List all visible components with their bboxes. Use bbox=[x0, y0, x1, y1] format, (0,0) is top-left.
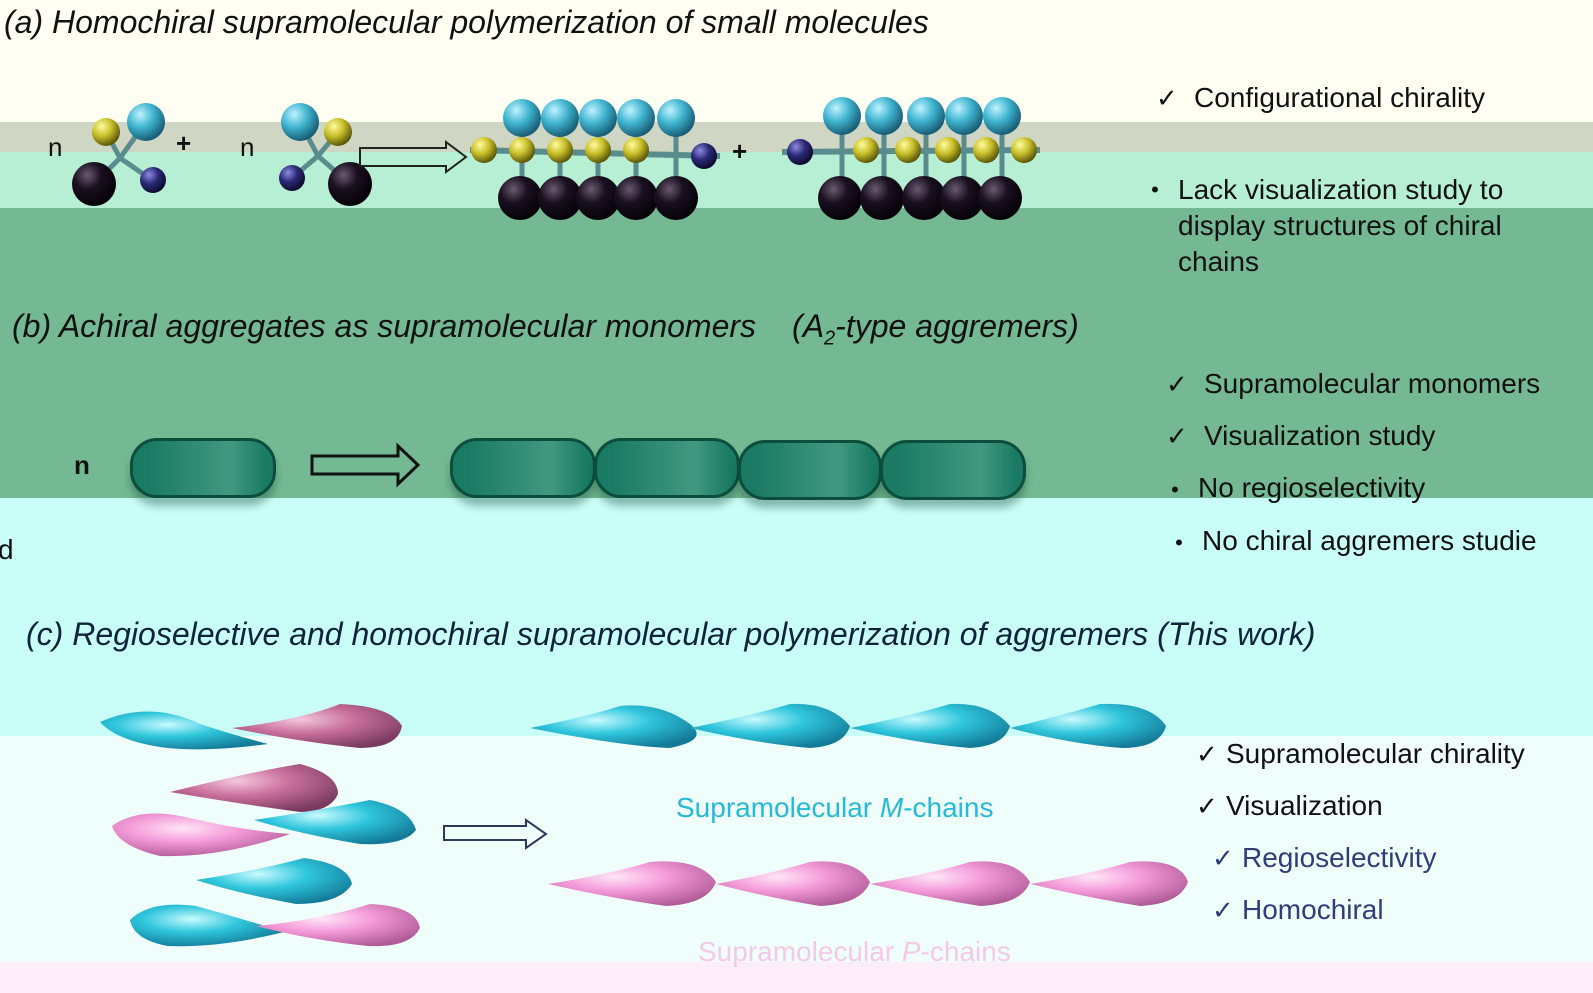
m-chain-label: Supramolecular M-chains bbox=[676, 792, 994, 823]
aggremer-chain-unit-2 bbox=[594, 438, 740, 498]
panel-a-plus-middle: + bbox=[732, 136, 748, 166]
panel-c-check-1: ✓Supramolecular chirality bbox=[1196, 738, 1525, 769]
panel-b-lower-background bbox=[0, 498, 1593, 736]
aggremer-chain-unit-4 bbox=[880, 440, 1026, 500]
checkmark-icon: ✓ bbox=[1212, 843, 1234, 873]
panel-a-check-1: ✓Configurational chirality bbox=[1156, 82, 1486, 113]
homochiral-chain-1 bbox=[469, 99, 721, 220]
panel-b-text-fragment: d bbox=[0, 534, 14, 565]
bullet-icon: • bbox=[1171, 477, 1179, 502]
panel-a-title: (a) Homochiral supramolecular polymeriza… bbox=[4, 4, 929, 40]
panel-a-check-2: •Lack visualization study to display str… bbox=[1140, 136, 1503, 280]
aggremer-chain-unit-1 bbox=[450, 438, 596, 498]
checkmark-icon: ✓ bbox=[1212, 895, 1234, 925]
panel-b-check-4: •No chiral aggremers studie bbox=[1164, 525, 1536, 557]
panel-c-title: (c) Regioselective and homochiral supram… bbox=[26, 616, 1316, 652]
panel-a-n-right: n bbox=[240, 132, 255, 162]
supramolecular-p-chain bbox=[548, 861, 1188, 906]
panel-b-check-1: ✓Supramolecular monomers bbox=[1166, 368, 1541, 399]
checkmark-icon: ✓ bbox=[1166, 421, 1188, 451]
panel-c-arrow bbox=[443, 818, 548, 850]
panel-a-arrow bbox=[359, 140, 468, 174]
checkmark-icon: ✓ bbox=[1166, 369, 1188, 399]
panel-a-n-left: n bbox=[48, 132, 63, 162]
bullet-icon: • bbox=[1175, 530, 1183, 555]
aggremer-chain-unit-3 bbox=[738, 440, 882, 500]
panel-c-check-2: ✓Visualization bbox=[1196, 790, 1383, 821]
p-chain-label: Supramolecular P-chains bbox=[698, 936, 1011, 967]
checkmark-icon: ✓ bbox=[1196, 739, 1218, 769]
chiral-molecule-right bbox=[279, 103, 372, 206]
panel-c-check-4: ✓Homochiral bbox=[1212, 894, 1384, 925]
chiral-aggremer-cluster bbox=[100, 704, 420, 947]
panel-b-check-2: ✓Visualization study bbox=[1166, 420, 1436, 451]
homochiral-chain-2 bbox=[781, 97, 1041, 220]
panel-c-bottom-strip bbox=[0, 962, 1593, 993]
panel-a-background bbox=[0, 0, 1593, 122]
aggremer-monomer bbox=[130, 438, 276, 498]
panel-b-n-label: n bbox=[74, 450, 90, 480]
chiral-molecule-left bbox=[72, 103, 166, 206]
bullet-icon: • bbox=[1151, 177, 1159, 202]
panel-b-check-3: •No regioselectivity bbox=[1160, 472, 1425, 504]
checkmark-icon: ✓ bbox=[1196, 791, 1218, 821]
panel-b-title: (b) Achiral aggregates as supramolecular… bbox=[12, 308, 1079, 350]
checkmark-icon: ✓ bbox=[1156, 83, 1178, 113]
panel-c-check-3: ✓Regioselectivity bbox=[1212, 842, 1437, 873]
supramolecular-m-chain bbox=[530, 703, 1166, 748]
panel-a-plus-left: + bbox=[176, 128, 192, 158]
